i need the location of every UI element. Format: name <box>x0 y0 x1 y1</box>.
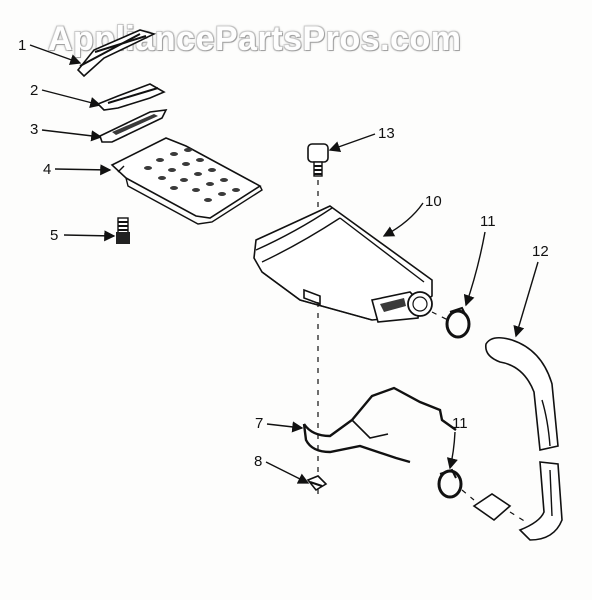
part-12-hose-lower <box>472 461 563 541</box>
part-13-screw <box>307 143 329 177</box>
leader-3 <box>41 129 103 142</box>
axis-clamp-lower <box>461 489 475 501</box>
callout-2: 2 <box>30 82 38 99</box>
part-2-bracket <box>96 83 166 111</box>
callout-7: 7 <box>255 415 263 432</box>
leader-11-upper <box>463 231 486 307</box>
part-11-clamp-upper <box>445 306 471 339</box>
leader-5 <box>63 230 116 242</box>
axis-hose-lower <box>509 511 527 523</box>
leader-10 <box>382 202 424 237</box>
leader-8 <box>265 461 310 484</box>
leader-11-lower <box>446 431 458 470</box>
callout-5: 5 <box>50 227 58 244</box>
part-12-hose-upper <box>484 336 559 451</box>
callout-13: 13 <box>378 125 395 142</box>
leader-1 <box>29 44 82 65</box>
leader-7 <box>266 421 304 433</box>
callout-1: 1 <box>18 37 26 54</box>
callout-12: 12 <box>532 243 549 260</box>
callout-11-upper: 11 <box>480 213 496 230</box>
leader-4 <box>54 164 112 176</box>
part-5-screw <box>116 217 130 244</box>
callout-4: 4 <box>43 161 51 178</box>
leader-13 <box>328 133 376 152</box>
part-10-trough <box>253 205 433 323</box>
part-7-wire <box>302 386 457 464</box>
callout-11-lower: 11 <box>452 415 468 432</box>
callout-8: 8 <box>254 453 262 470</box>
part-8-screw <box>306 475 328 492</box>
leader-12 <box>513 261 539 338</box>
part-4-grille <box>110 137 263 225</box>
leader-2 <box>41 89 102 108</box>
axis-clamp-upper <box>431 311 449 321</box>
callout-3: 3 <box>30 121 38 138</box>
callout-10: 10 <box>425 193 442 210</box>
part-3-strip <box>99 109 168 143</box>
part-1-clip <box>76 29 157 78</box>
part-11-clamp-lower <box>437 468 463 499</box>
